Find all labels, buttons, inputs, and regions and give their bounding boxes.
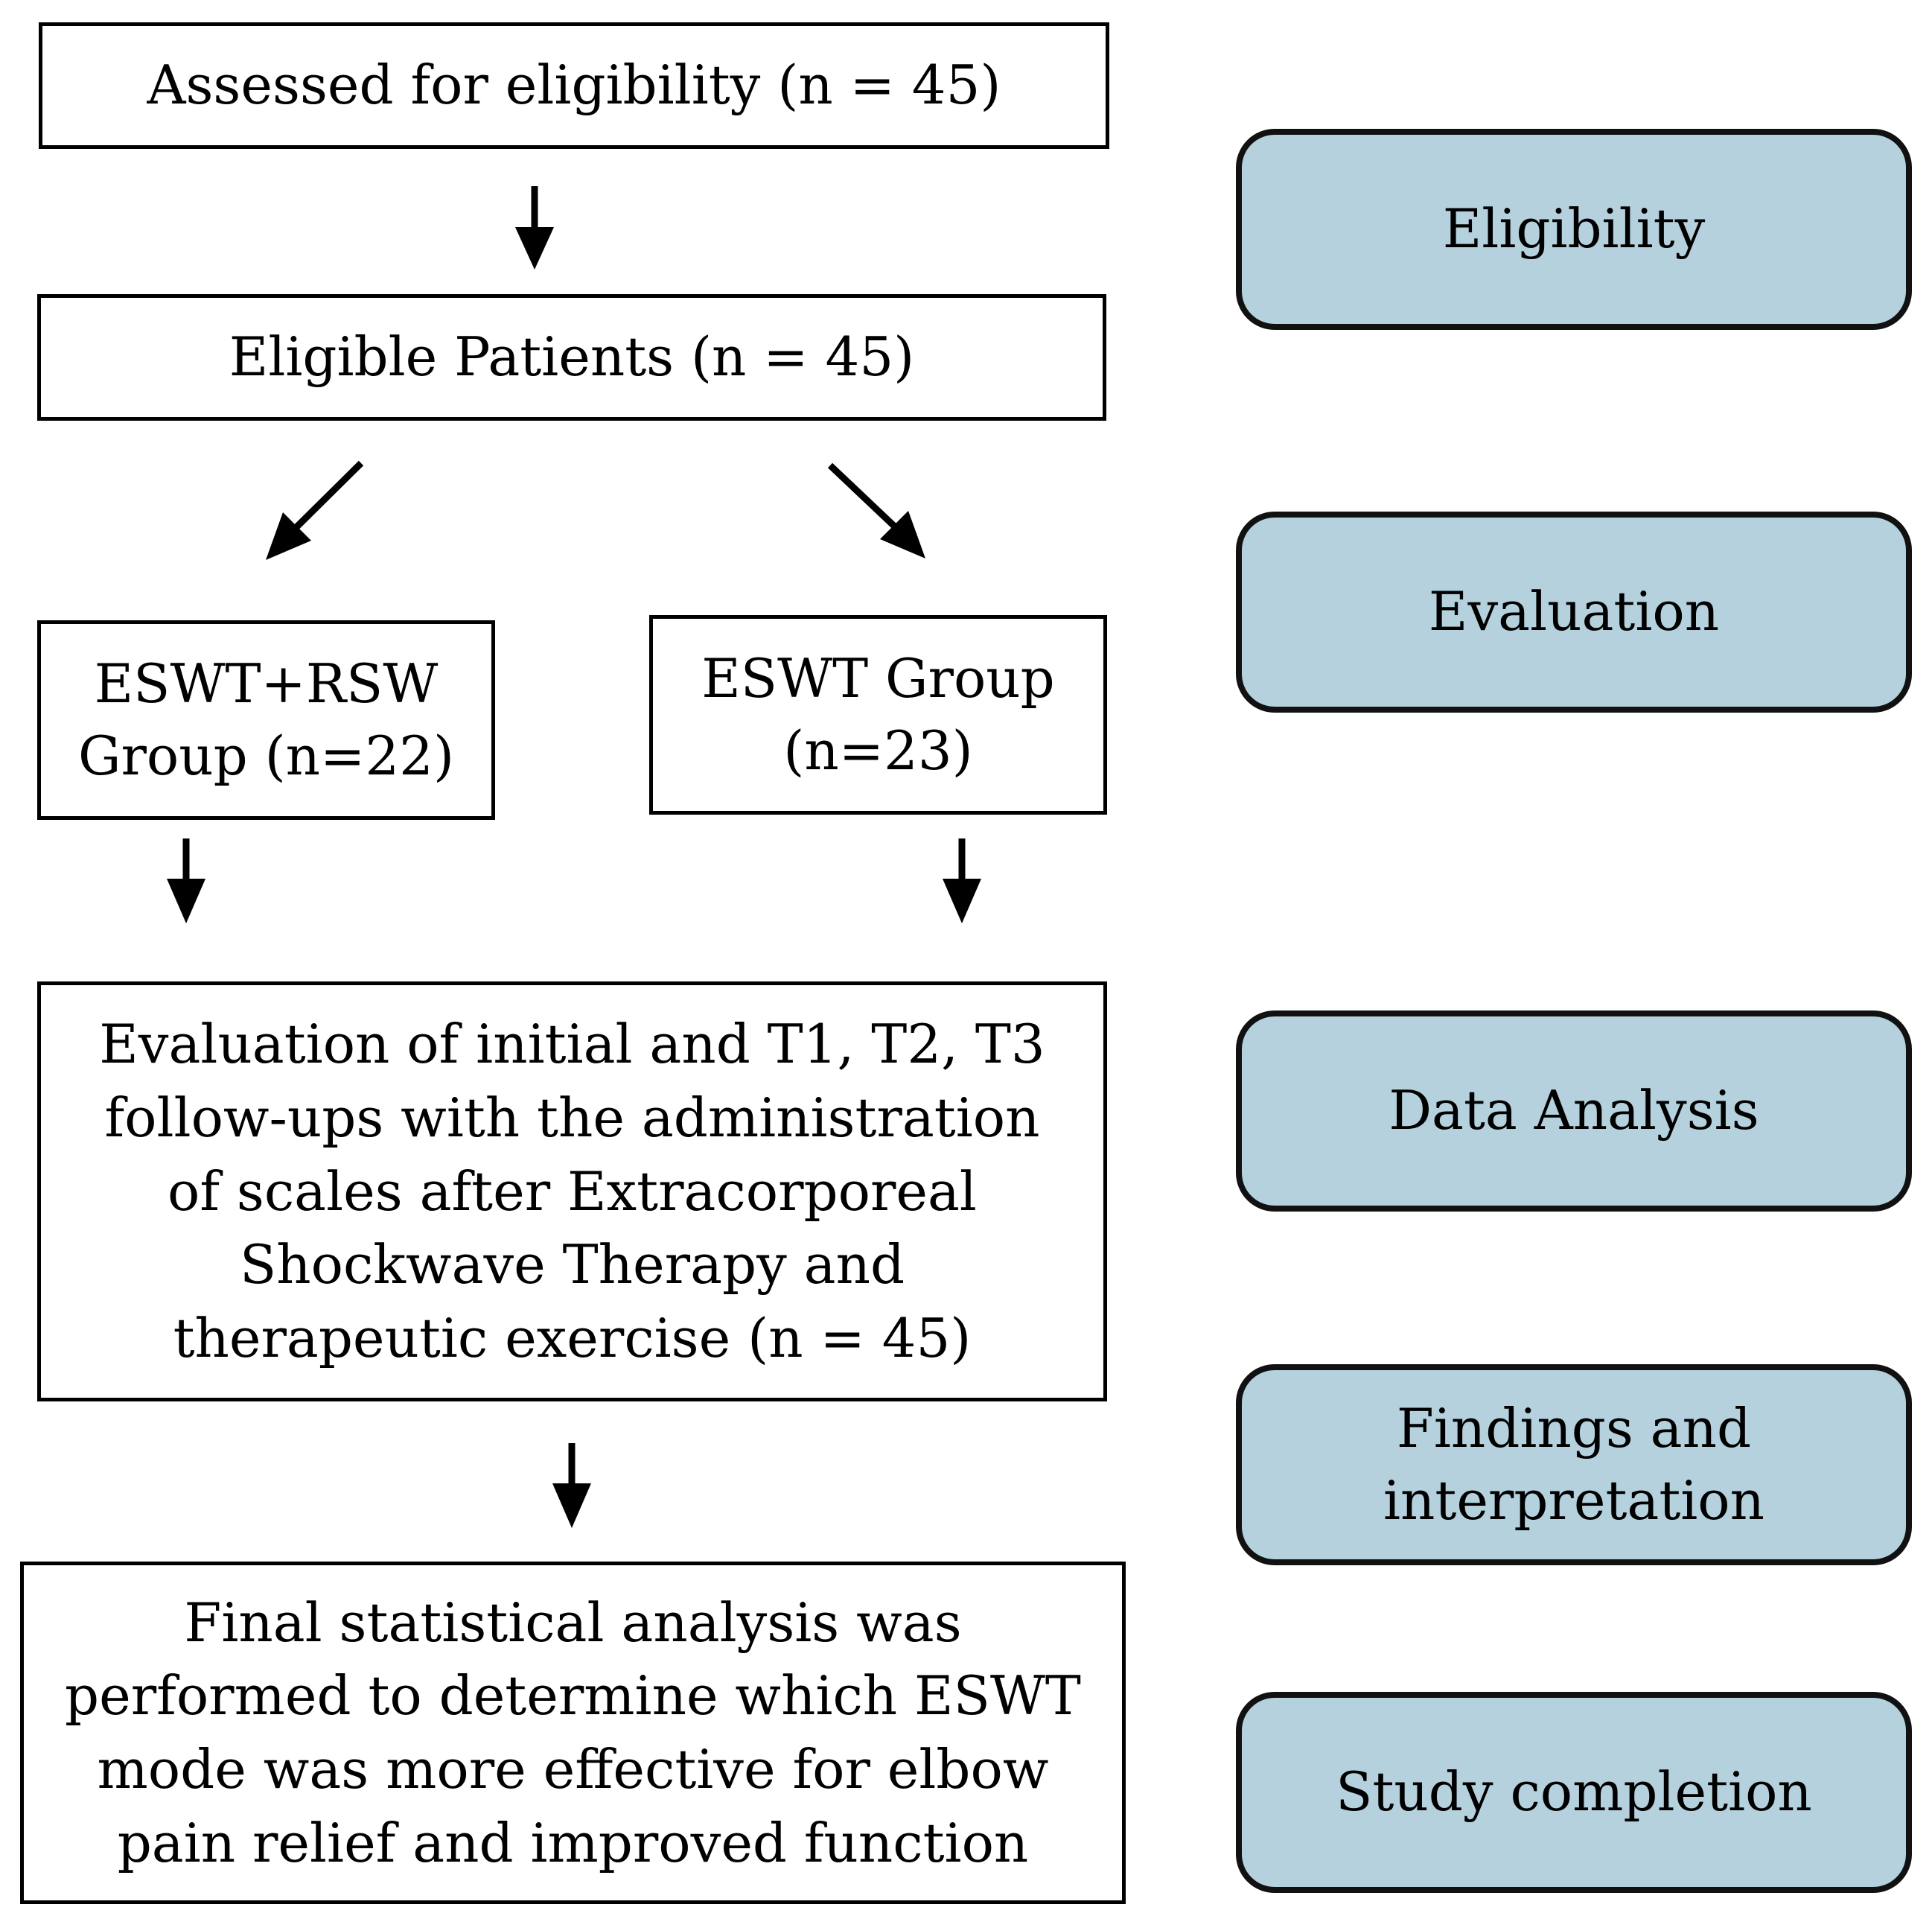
evaluation-box: Evaluation of initial and T1, T2, T3 fol… xyxy=(37,981,1107,1401)
arrow-down-icon xyxy=(515,186,554,270)
eswt-group-line1: ESWT Group xyxy=(701,646,1055,710)
stage-study-completion-label: Study completion xyxy=(1336,1760,1812,1824)
final-analysis-box: Final statistical analysis was performed… xyxy=(20,1562,1126,1904)
stage-findings: Findings and interpretation xyxy=(1236,1364,1912,1565)
stage-findings-line1: Findings and xyxy=(1396,1396,1752,1460)
stage-eligibility-label: Eligibility xyxy=(1442,197,1706,261)
eswt-rsw-group-line1: ESWT+RSW xyxy=(94,652,439,715)
eligible-text: Eligible Patients (n = 45) xyxy=(229,325,915,389)
eswt-rsw-group-line2: Group (n=22) xyxy=(77,725,455,787)
evaluation-line: therapeutic exercise (n = 45) xyxy=(173,1306,972,1369)
arrow-down-icon xyxy=(943,838,981,923)
stage-evaluation-label: Evaluation xyxy=(1428,580,1720,643)
evaluation-line: follow-ups with the administration xyxy=(104,1086,1040,1150)
stage-data-analysis-label: Data Analysis xyxy=(1389,1079,1759,1142)
final-analysis-line: Final statistical analysis was xyxy=(184,1591,962,1654)
stage-study-completion: Study completion xyxy=(1236,1692,1912,1893)
eligible-box: Eligible Patients (n = 45) xyxy=(37,294,1106,421)
stage-findings-line2: interpretation xyxy=(1383,1469,1764,1532)
arrow-diagonal-right-icon xyxy=(827,462,925,558)
final-analysis-line: mode was more effective for elbow xyxy=(97,1738,1049,1801)
arrow-down-icon xyxy=(552,1443,591,1528)
arrow-diagonal-left-icon xyxy=(266,460,364,560)
eswt-group-line2: (n=23) xyxy=(783,719,973,782)
eswt-group-box: ESWT Group (n=23) xyxy=(649,615,1107,815)
eswt-rsw-group-box: ESWT+RSW Group (n=22) xyxy=(37,620,495,820)
final-analysis-line: performed to determine which ESWT xyxy=(65,1664,1081,1728)
evaluation-line: Shockwave Therapy and xyxy=(239,1233,905,1296)
evaluation-line: Evaluation of initial and T1, T2, T3 xyxy=(99,1013,1045,1076)
assessed-box: Assessed for eligibility (n = 45) xyxy=(39,22,1109,149)
stage-data-analysis: Data Analysis xyxy=(1236,1010,1912,1212)
assessed-text: Assessed for eligibility (n = 45) xyxy=(147,54,1001,117)
arrow-down-icon xyxy=(167,838,205,923)
evaluation-line: of scales after Extracorporeal xyxy=(168,1159,977,1223)
stage-evaluation: Evaluation xyxy=(1236,512,1912,713)
stage-eligibility: Eligibility xyxy=(1236,129,1912,330)
final-analysis-line: pain relief and improved function xyxy=(117,1811,1029,1874)
